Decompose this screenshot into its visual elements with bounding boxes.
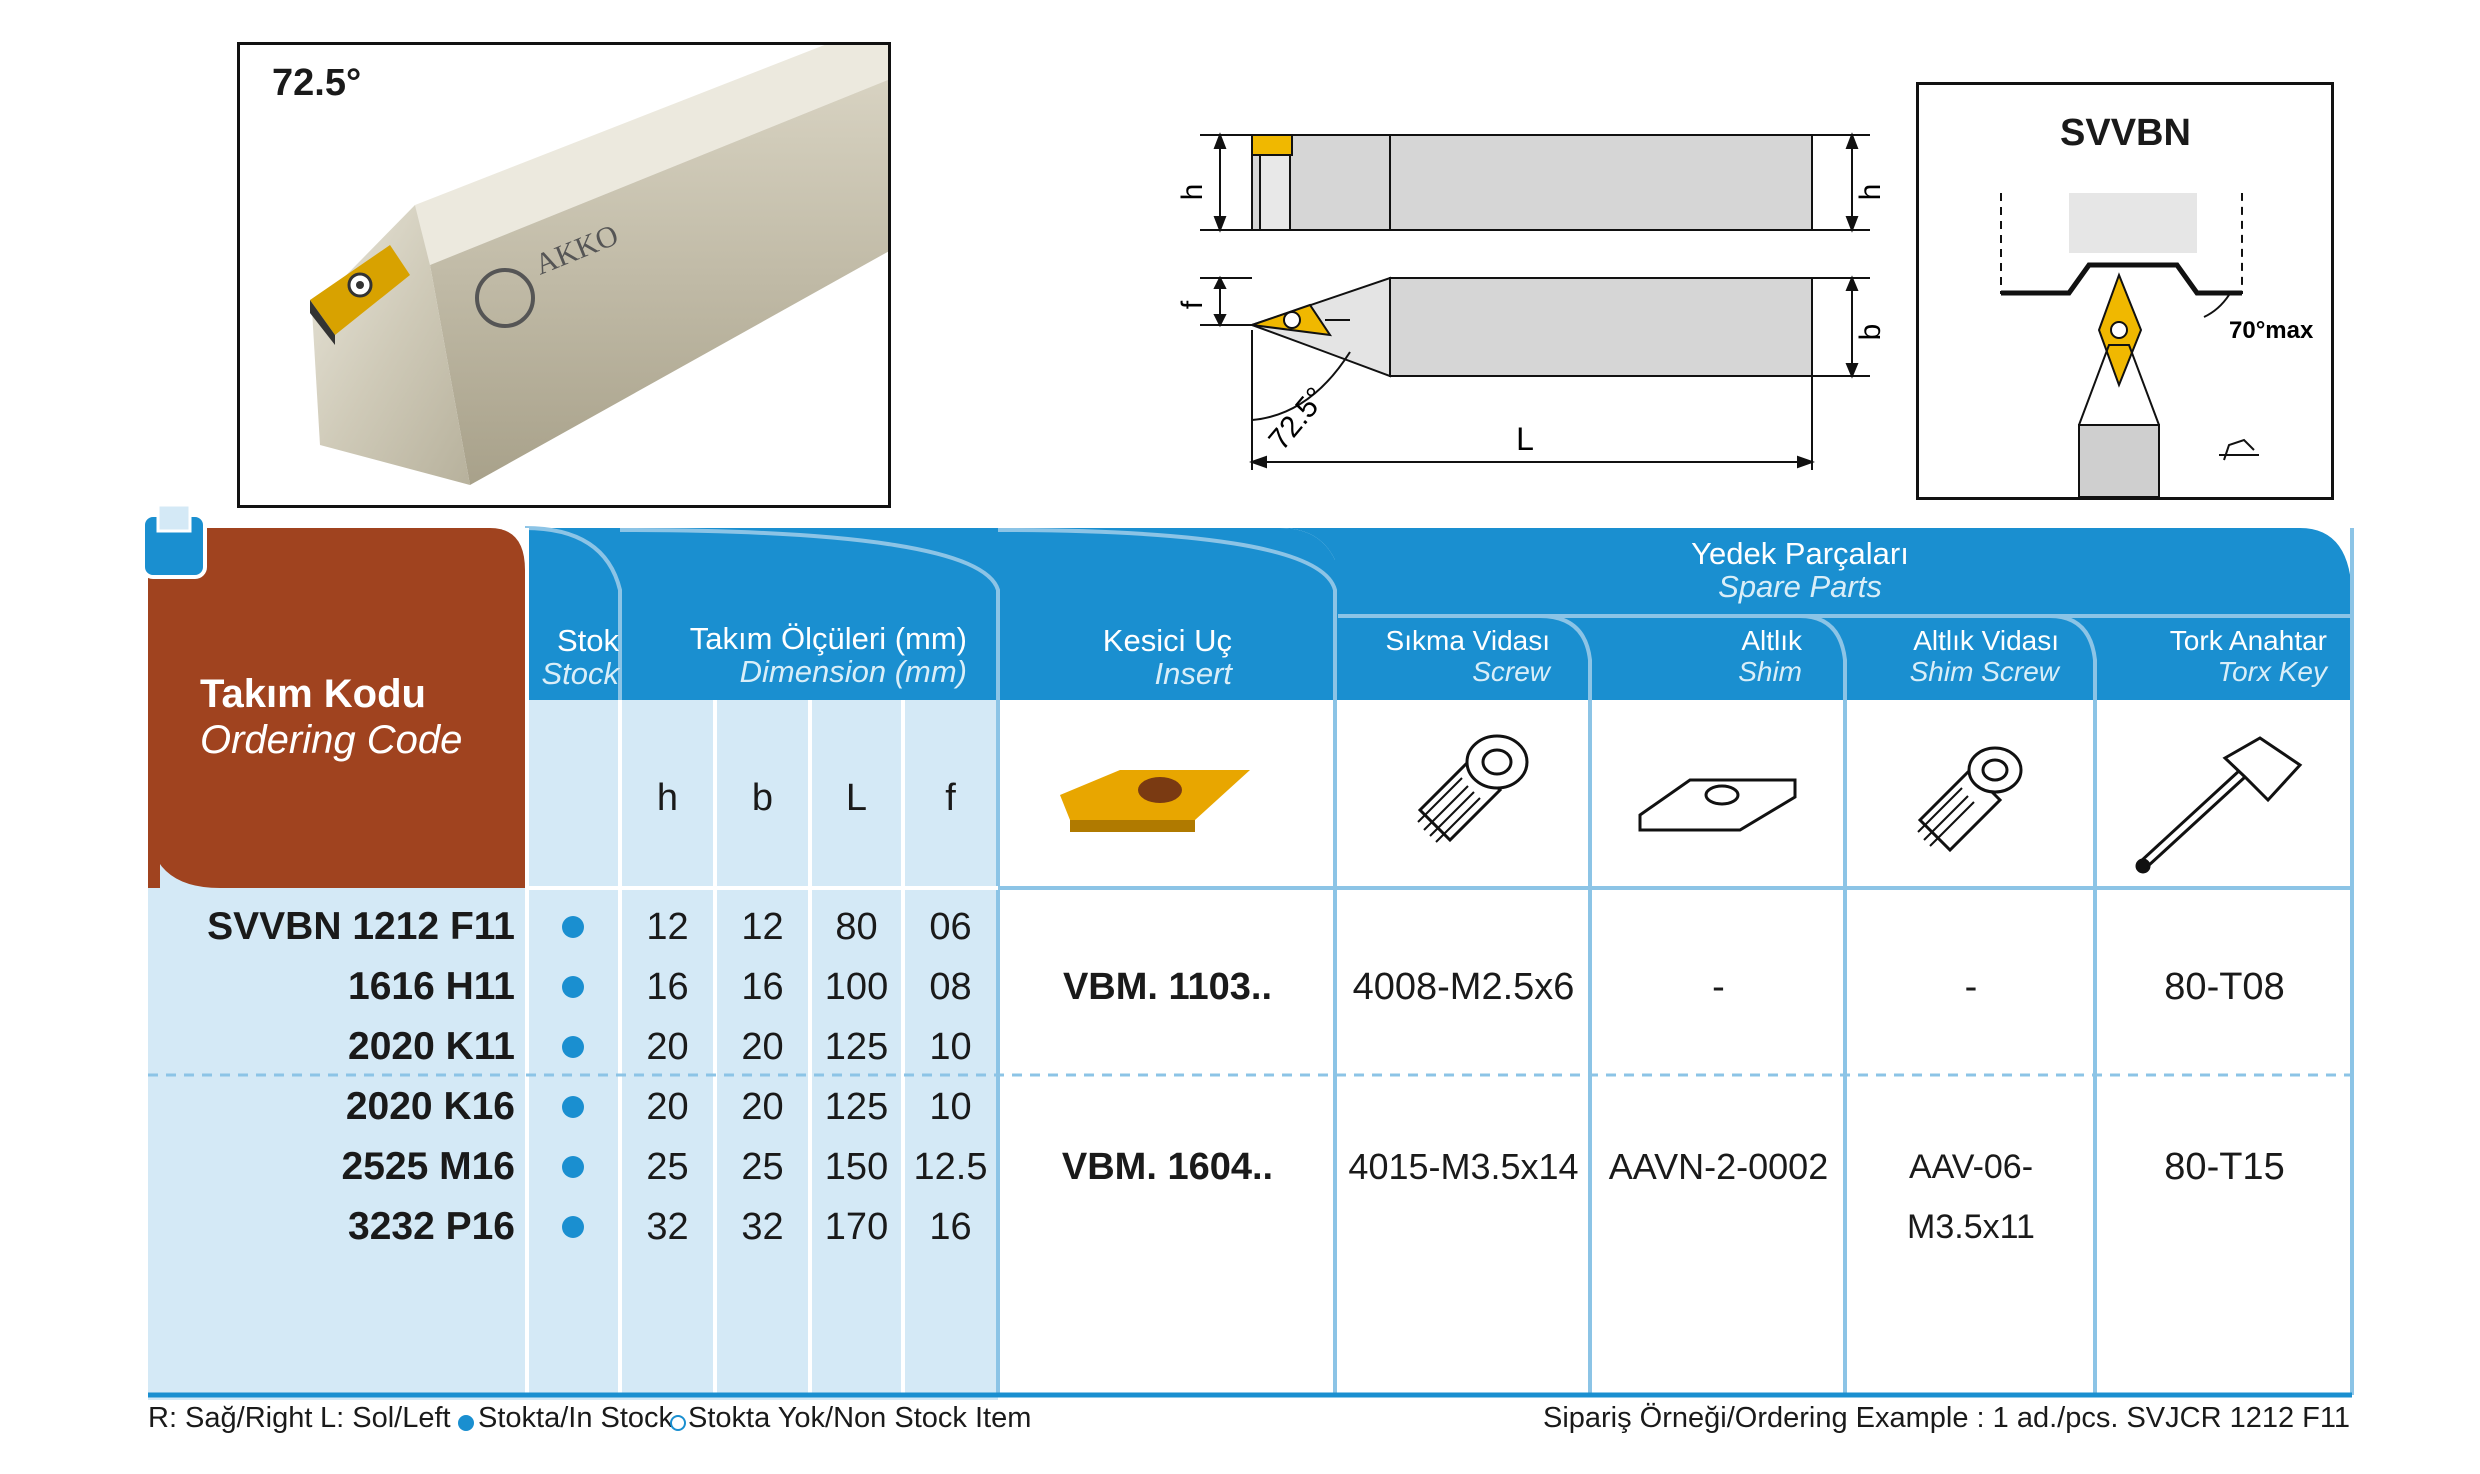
insert-code: VBM. 1103.. (1062, 966, 1273, 1008)
cell-L: 170 (824, 1206, 889, 1248)
shim-screw-image (1917, 746, 2023, 853)
cell-L: 100 (824, 966, 889, 1008)
insert-code: VBM. 1604.. (1061, 1146, 1274, 1188)
ordering-code-subtitle: Ordering Code (200, 718, 463, 762)
footer-in-stock: Stokta/In Stock (478, 1402, 674, 1434)
shim-header: Altlık Shim (1738, 625, 1802, 687)
cell-L: 80 (835, 906, 878, 948)
cell-f: 10 (929, 1026, 972, 1068)
ordering-example: Sipariş Örneği/Ordering Example : 1 ad./… (1542, 1402, 2350, 1434)
cell-h: 32 (646, 1206, 689, 1248)
spare-parts-header: Yedek Parçaları Spare Parts (1691, 536, 1909, 604)
cell-h: 25 (646, 1146, 689, 1188)
non-stock-legend-dot (670, 1415, 686, 1431)
in-stock-dot (562, 976, 584, 998)
cell-f: 10 (929, 1086, 972, 1128)
cell-f: 06 (929, 906, 972, 948)
torx-key-code: 80-T15 (2164, 1146, 2285, 1188)
svvbn-diagram: 70°max (1916, 82, 2334, 500)
cell-b: 25 (741, 1146, 784, 1188)
cell-f: 08 (929, 966, 972, 1008)
in-stock-dot (562, 1216, 584, 1238)
torx-key-header: Tork Anahtar Torx Key (2169, 625, 2327, 687)
cell-b: 32 (741, 1206, 784, 1248)
screw-code: 4008-M2.5x6 (1352, 966, 1575, 1008)
screw-code: 4015-M3.5x14 (1348, 1146, 1579, 1187)
ordering-code: 1616 H11 (348, 965, 515, 1008)
cell-L: 125 (824, 1026, 889, 1068)
cell-f: 12.5 (913, 1146, 988, 1188)
cell-L: 150 (824, 1146, 889, 1188)
in-stock-dot (562, 1036, 584, 1058)
cell-b: 20 (741, 1026, 784, 1068)
cell-b: 20 (741, 1086, 784, 1128)
dim-h-left: h (1180, 184, 1209, 201)
shim-screw-header: Altlık Vidası Shim Screw (1909, 625, 2059, 687)
approach-diagram: 70°max (2000, 193, 2314, 498)
cell-h: 16 (646, 966, 689, 1008)
in-stock-legend-dot (458, 1415, 474, 1431)
screw-header: Sıkma Vidası Screw (1385, 625, 1550, 687)
footer-non-stock: Stokta Yok/Non Stock Item (688, 1402, 1032, 1434)
cell-b: 12 (741, 906, 784, 948)
in-stock-dot (562, 1096, 584, 1118)
cell-b: 16 (741, 966, 784, 1008)
in-stock-dot (562, 1156, 584, 1178)
panel-title: SVVBN (2060, 112, 2191, 154)
dim-f: f (1180, 300, 1209, 309)
ordering-code: SVVBN 1212 F11 (207, 905, 515, 948)
photo-angle-label: 72.5° (272, 62, 362, 104)
dim-h-right: h (1854, 184, 1887, 201)
footer-left-legend: L: Sol/Left (320, 1402, 451, 1434)
col-header-L: L (845, 777, 868, 819)
tool-photo: AKKO (237, 42, 891, 508)
shim-screw-code: AAV-06-M3.5x11 (1907, 1148, 2035, 1246)
ordering-code-title: Takım Kodu (200, 672, 426, 716)
cell-f: 16 (929, 1206, 972, 1248)
shim-screw-code: - (1964, 966, 1978, 1008)
col-header-f: f (945, 777, 956, 819)
dim-L: L (1516, 421, 1534, 457)
col-header-b: b (751, 777, 774, 819)
in-stock-dot (562, 916, 584, 938)
ordering-code: 2020 K11 (348, 1025, 515, 1068)
tool-holder-image: AKKO (310, 45, 888, 485)
dimensions-header: Takım Ölçüleri (mm) Dimension (mm) (689, 621, 967, 689)
shim-image (1638, 778, 1797, 832)
cell-h: 12 (646, 906, 689, 948)
max-angle-label: 70°max (2229, 317, 2314, 344)
torx-key-image (2135, 736, 2303, 874)
insert-image (1060, 770, 1250, 832)
cell-h: 20 (646, 1026, 689, 1068)
stock-header: Stok Stock (541, 623, 619, 691)
technical-drawing: h h f b L 72.5° (1180, 132, 1887, 470)
cell-h: 20 (646, 1086, 689, 1128)
dim-b: b (1854, 324, 1887, 341)
torx-key-code: 80-T08 (2164, 966, 2285, 1008)
footer-right-legend: R: Sağ/Right (148, 1402, 313, 1434)
ordering-code: 2020 K16 (345, 1085, 515, 1128)
col-header-h: h (656, 777, 679, 819)
screw-image (1417, 734, 1529, 843)
cell-L: 125 (824, 1086, 889, 1128)
insert-header: Kesici Uç Insert (1102, 623, 1232, 691)
ordering-code: 2525 M16 (341, 1145, 515, 1188)
shim-code: AAVN-2-0002 (1608, 1146, 1829, 1187)
ordering-code: 3232 P16 (348, 1205, 515, 1248)
shim-code: - (1712, 966, 1725, 1008)
